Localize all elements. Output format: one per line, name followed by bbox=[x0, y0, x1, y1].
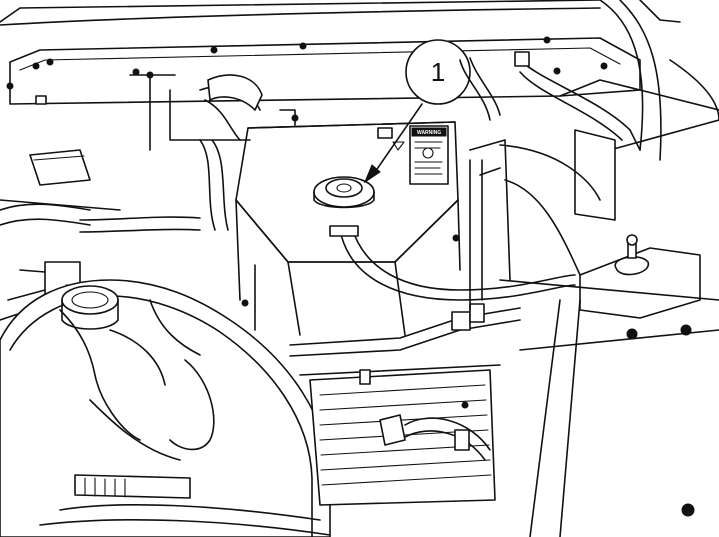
callout-number: 1 bbox=[431, 57, 445, 87]
frame-rails bbox=[469, 79, 719, 537]
radiator-core bbox=[299, 364, 501, 506]
radiator-cap bbox=[313, 176, 375, 209]
misc-bolts bbox=[132, 68, 460, 307]
engine-cover-panel bbox=[0, 0, 719, 161]
upper-intake-tube bbox=[129, 74, 299, 151]
coolant-hoses bbox=[199, 51, 641, 357]
panel-bolts bbox=[6, 36, 608, 90]
warning-decal: WARNING bbox=[392, 125, 449, 185]
left-harness bbox=[0, 149, 201, 321]
callout-1: 1 bbox=[363, 39, 471, 184]
air-intake-duct bbox=[0, 279, 331, 537]
warning-decal-title: WARNING bbox=[417, 130, 441, 136]
